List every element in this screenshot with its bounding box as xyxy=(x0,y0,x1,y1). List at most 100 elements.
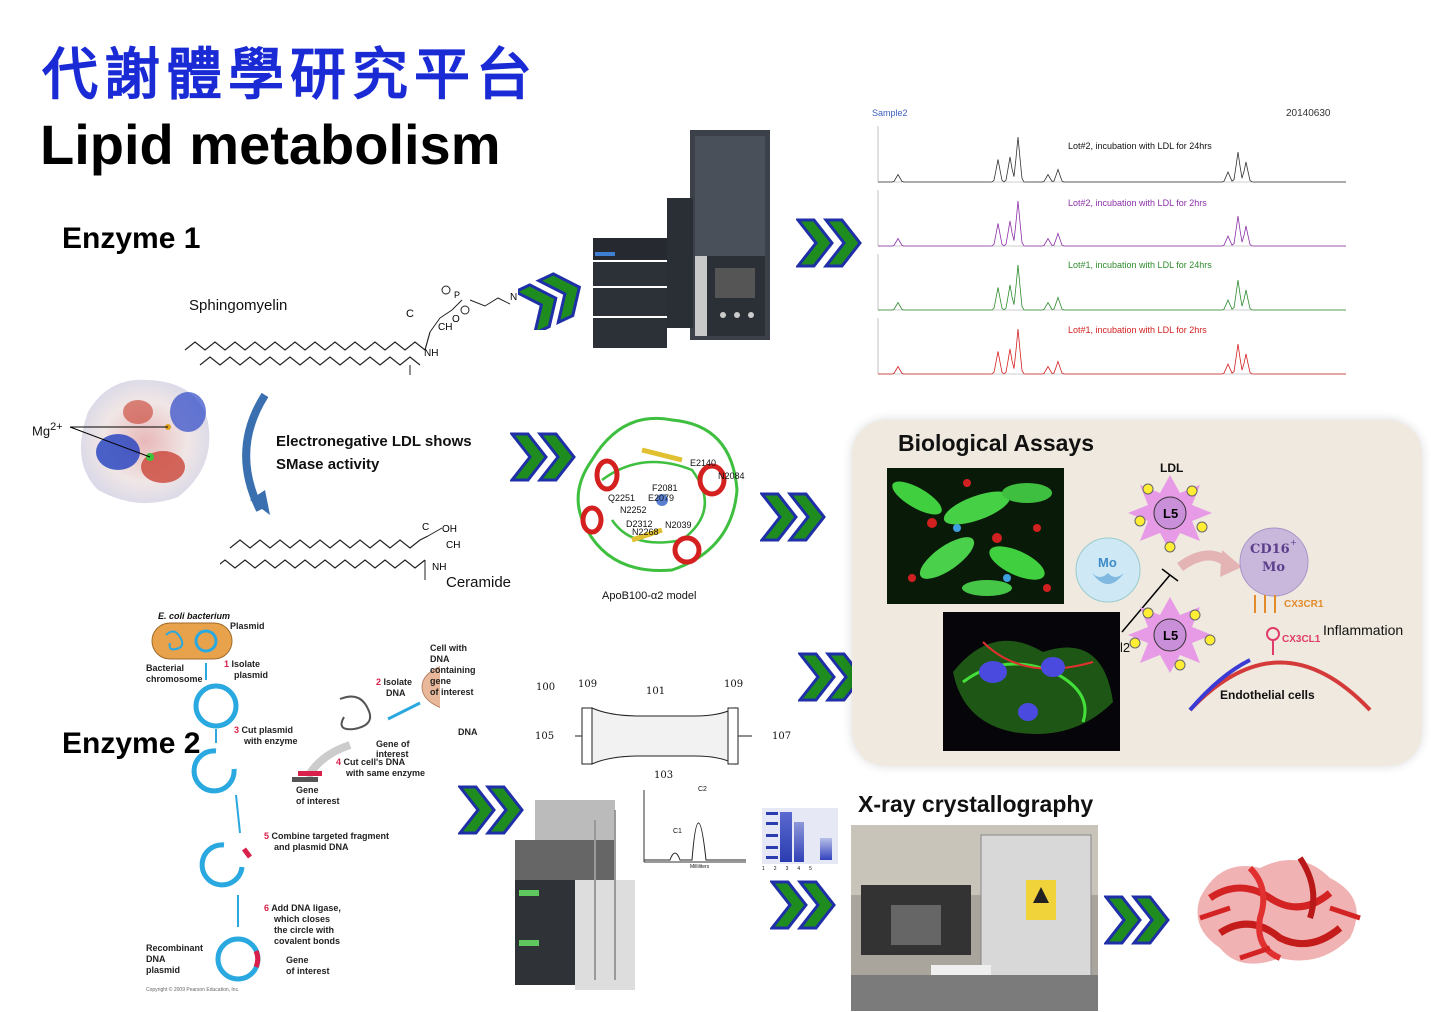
svg-text:N: N xyxy=(510,292,517,303)
column-drawing xyxy=(575,707,752,765)
trace-label-4: Lot#1, incubation with LDL for 2hrs xyxy=(1068,325,1207,335)
column-label: 101 xyxy=(646,686,666,697)
peak-label-c1: C1 xyxy=(673,828,682,835)
gene-of-interest-label: Gene of interest xyxy=(376,739,410,759)
plasmid-label: Plasmid xyxy=(230,621,265,631)
column-label: 109 xyxy=(578,679,598,690)
sphingomyelin-structure: C NH CH O P N xyxy=(184,285,517,375)
residue-label: N2039 xyxy=(665,520,692,530)
ecoli-label: E. coli bacterium xyxy=(158,611,231,621)
sphingomyelin-label: Sphingomyelin xyxy=(189,297,288,314)
chevron-arrow-icon xyxy=(798,652,864,702)
gel-lane-number: 2 xyxy=(773,866,786,872)
title-chinese: 代謝體學研究平台 xyxy=(42,42,538,108)
electronegative-text: Electronegative LDL shows SMase activity xyxy=(276,433,472,473)
enzyme1-heading: Enzyme 1 xyxy=(62,222,201,255)
biological-assays-title: Biological Assays xyxy=(898,430,1095,456)
elution-profile-chart xyxy=(643,790,746,863)
apob-model-image xyxy=(576,416,739,572)
svg-text:O: O xyxy=(452,314,460,325)
residue-label: N2252 xyxy=(620,505,647,515)
sds-gel-image: 12345 xyxy=(750,788,840,874)
fplc-instrument-image xyxy=(515,800,635,990)
chevron-arrow-icon xyxy=(518,272,582,330)
xray-lab-photo xyxy=(851,825,1098,1011)
mass-spectrometer-image xyxy=(593,130,770,348)
curved-arrow-icon xyxy=(242,392,270,515)
chromatogram-trace xyxy=(878,200,1346,247)
svg-text:L5: L5 xyxy=(1163,628,1178,643)
copyright-text: Copyright © 2009 Pearson Education, Inc. xyxy=(146,987,240,993)
chromatogram-trace xyxy=(878,328,1346,375)
chromatogram-date: 20140630 xyxy=(1286,108,1331,119)
chromatogram-trace xyxy=(878,136,1346,183)
fluorescence-image-2 xyxy=(943,612,1120,751)
column-label: 100 xyxy=(536,682,556,693)
chromatogram-panel: Sample2 20140630 Lot#2, incubation with … xyxy=(868,108,1353,390)
fluorescence-image-1 xyxy=(887,468,1064,604)
svg-text:+: + xyxy=(1290,538,1297,547)
chevron-arrow-icon xyxy=(796,218,862,268)
gel-lane-number: 1 xyxy=(762,866,774,872)
residue-label: D2312 xyxy=(626,519,653,529)
ldl-label: LDL xyxy=(1160,461,1184,475)
svg-text:CH: CH xyxy=(438,322,452,333)
chromatogram-sample: Sample2 xyxy=(872,108,908,118)
enzyme2-heading: Enzyme 2 xyxy=(62,727,201,760)
gel-lane-number: 5 xyxy=(809,866,821,872)
chevron-arrow-icon xyxy=(458,785,524,835)
gel-lane-number: 4 xyxy=(797,866,810,872)
residue-label: Q2251 xyxy=(608,493,636,503)
residue-label: F2081 xyxy=(652,483,678,493)
chevron-arrow-icon xyxy=(510,432,576,482)
trace-label-1: Lot#2, incubation with LDL for 24hrs xyxy=(1068,141,1212,151)
dna-label: DNA xyxy=(458,727,478,737)
trace-label-2: Lot#2, incubation with LDL for 2hrs xyxy=(1068,198,1207,208)
residue-label: N2084 xyxy=(718,471,745,481)
peak-label-c2: C2 xyxy=(698,786,707,793)
elution-xlabel: Milliliters xyxy=(690,864,710,870)
chevron-arrow-icon xyxy=(1104,895,1170,945)
ldl-mechanism-diagram: L5 Mo CD16 + Mo L5 xyxy=(1075,475,1372,712)
svg-text:CH: CH xyxy=(446,540,460,551)
title-english: Lipid metabolism xyxy=(40,113,501,176)
cx3cl1-label: CX3CL1 xyxy=(1282,634,1321,645)
residue-label: E2140 xyxy=(690,458,717,468)
fragment-label: l2 xyxy=(1120,640,1131,655)
residue-label: E2079 xyxy=(648,493,675,503)
svg-text:C: C xyxy=(422,522,429,533)
inflammation-label: Inflammation xyxy=(1323,622,1404,638)
cx3cr1-label: CX3CR1 xyxy=(1284,599,1324,610)
endothelial-label: Endothelial cells xyxy=(1220,688,1315,702)
gel-lane-number: 3 xyxy=(785,866,798,872)
apob-caption: ApoB100-α2 model xyxy=(602,590,697,602)
svg-text:Mo: Mo xyxy=(1262,560,1285,575)
ceramide-structure: C OH CH NH xyxy=(220,522,460,580)
protein-surface-image xyxy=(69,379,210,504)
chevron-arrow-icon xyxy=(770,880,836,930)
column-label: 109 xyxy=(724,679,744,690)
ceramide-label: Ceramide xyxy=(446,574,512,591)
svg-text:C: C xyxy=(406,308,414,320)
svg-text:CD16: CD16 xyxy=(1250,542,1290,557)
xray-title: X-ray crystallography xyxy=(858,791,1094,817)
svg-text:NH: NH xyxy=(424,348,438,359)
mg-label: Mg2+ xyxy=(32,421,63,439)
svg-text:Mo: Mo xyxy=(1098,555,1117,570)
svg-text:P: P xyxy=(454,290,460,300)
chromatogram-trace xyxy=(878,264,1346,311)
svg-text:L5: L5 xyxy=(1163,506,1178,521)
svg-text:OH: OH xyxy=(442,524,457,535)
trace-label-3: Lot#1, incubation with LDL for 24hrs xyxy=(1068,260,1212,270)
chevron-arrow-icon xyxy=(760,492,826,542)
column-label: 103 xyxy=(654,770,674,781)
